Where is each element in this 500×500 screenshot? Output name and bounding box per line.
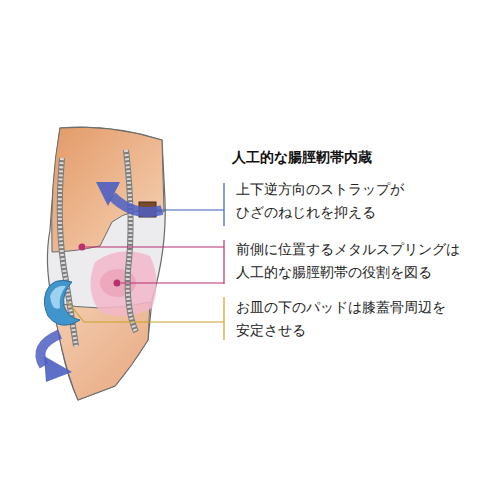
- leader-line: [68, 302, 224, 322]
- callout-bracket: [223, 183, 224, 226]
- callout-bracket: [223, 297, 224, 340]
- pad-highlight: [50, 286, 66, 309]
- leader-dot: [114, 280, 121, 287]
- brace-body: [47, 127, 165, 400]
- callout-text: 前側に位置するメタルスプリングは 人工的な腸脛靭帯の役割を図る: [236, 238, 492, 284]
- callout-text: お皿の下のパッドは膝蓋骨周辺を 安定させる: [236, 296, 492, 342]
- leader-line: [121, 282, 224, 283]
- twist-arrow: [112, 196, 162, 212]
- diagram-title: 人工的な腸脛靭帯内蔵: [232, 148, 490, 166]
- leader-line: [86, 246, 224, 247]
- leader-line: [157, 209, 224, 210]
- twist-arrowhead: [96, 182, 120, 206]
- leader-dot: [79, 244, 86, 251]
- patella-pad: [44, 280, 80, 325]
- upper-sleeve: [52, 127, 164, 252]
- knee-zone: [91, 251, 157, 316]
- metal-spring-coil: [126, 150, 136, 332]
- twist-arrowhead: [44, 356, 72, 382]
- callout-text: 上下逆方向のストラップが ひざのねじれを抑える: [236, 178, 492, 224]
- metal-spring: [126, 150, 136, 332]
- callout-bracket: [223, 240, 224, 284]
